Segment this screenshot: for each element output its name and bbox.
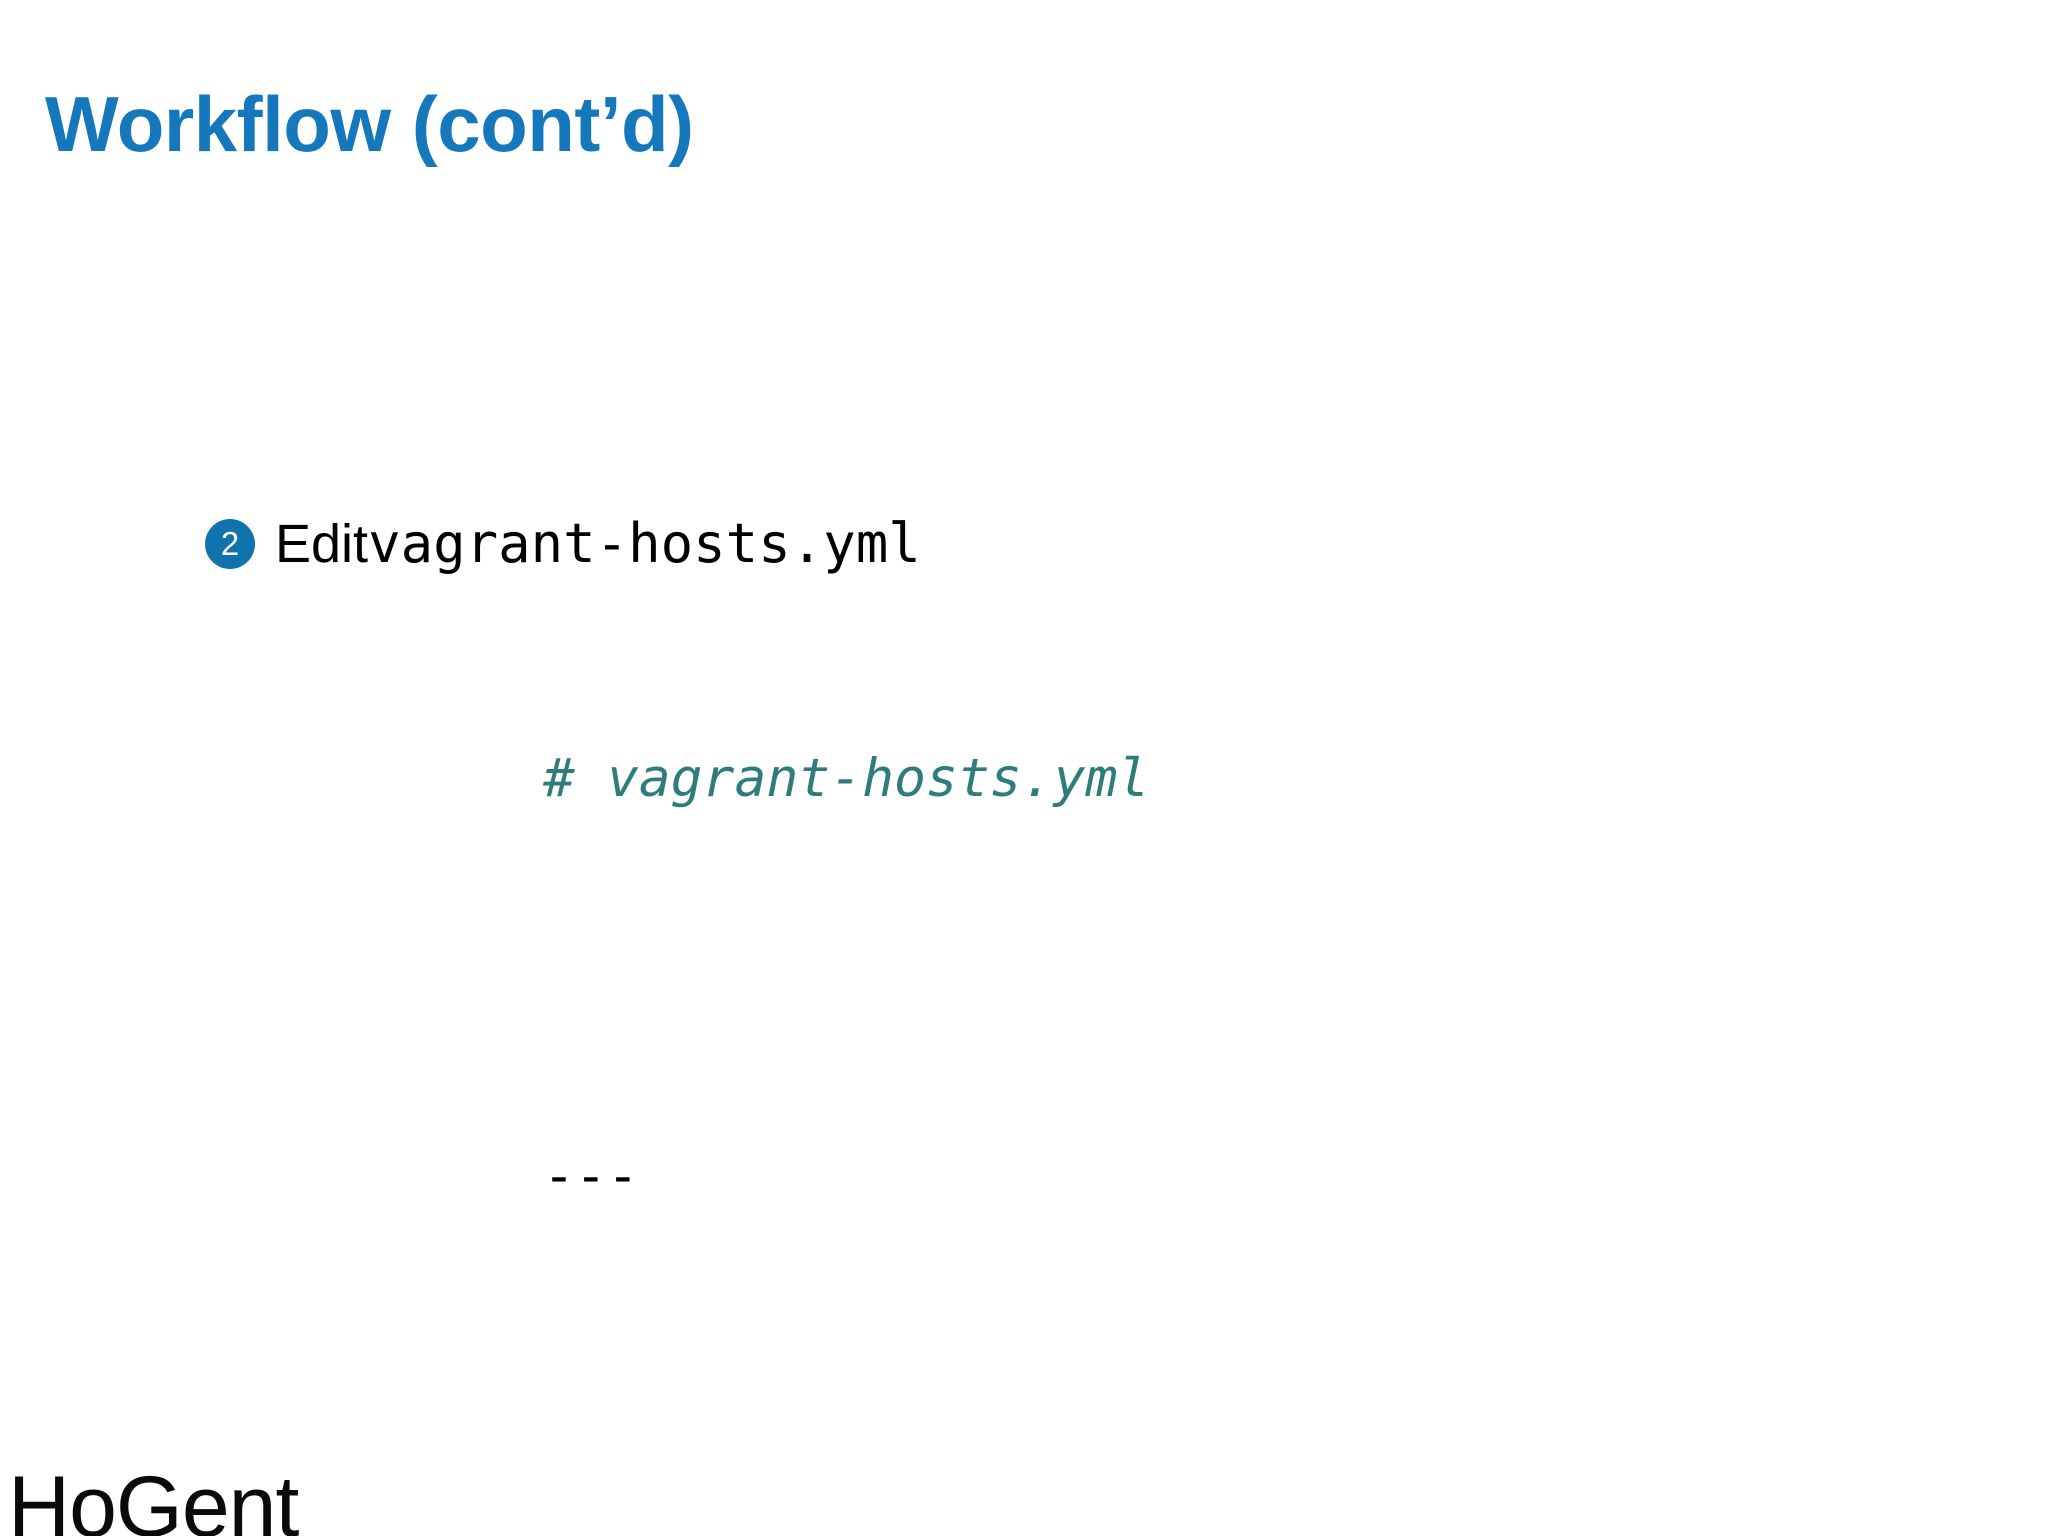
code-line-comment: # vagrant-hosts.yml [543,748,1150,809]
list-item: 2 Edit vagrant-hosts.yml [205,512,921,575]
page-title: Workflow (cont’d) [45,80,694,169]
code-line-blank [543,969,1149,987]
code-line-blank [543,1367,1149,1385]
list-item-label: Edit [275,513,369,574]
list-item-filename: vagrant-hosts.yml [368,512,921,575]
enumeration-marker-icon: 2 [205,518,255,569]
code-line-document-start: --- [543,1146,639,1207]
hogent-logo: HoGent [8,1459,299,1536]
code-block: # vagrant-hosts.yml --- - name: testbox … [543,665,1149,1536]
